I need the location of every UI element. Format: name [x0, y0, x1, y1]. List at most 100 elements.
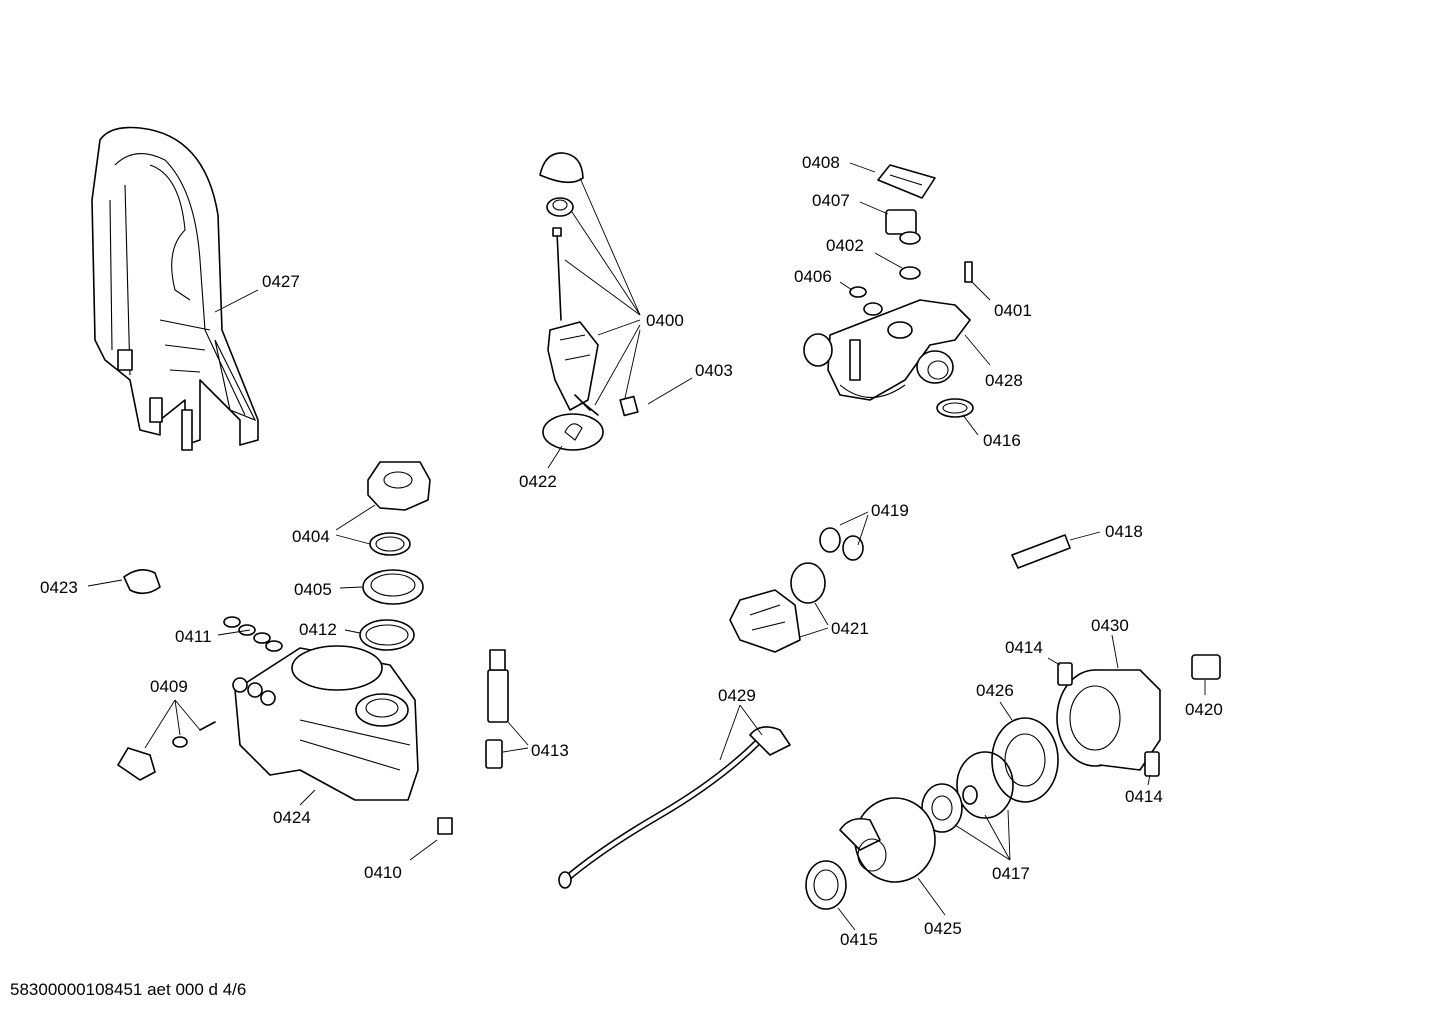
- callout-0428: 0428: [985, 371, 1023, 390]
- part-0409-valve: [117, 721, 216, 781]
- leader-0400-b: [571, 211, 641, 316]
- leader-0418-a: [954, 824, 1011, 861]
- part-0425-side-panel: [91, 126, 259, 451]
- leader-0400-c: [564, 259, 641, 316]
- part-0410-bracket: [437, 817, 453, 835]
- leader-0419-a: [839, 511, 869, 526]
- part-0424-salt-container: [232, 645, 419, 801]
- callout-0423: 0423: [40, 578, 78, 597]
- leader-0400-a: [579, 177, 641, 316]
- part-0414-clip-b: [1144, 751, 1160, 777]
- leader-0426: [917, 877, 946, 916]
- callout-0405: 0405: [294, 580, 332, 599]
- leader-0413-a: [507, 721, 529, 746]
- leader-0429-a: [719, 704, 741, 761]
- callout-0421: 0421: [831, 619, 869, 638]
- leader-0421-a: [814, 602, 829, 626]
- callout-0425: 0427: [262, 272, 300, 291]
- leader-0406: [839, 281, 853, 291]
- part-0423-plug: [123, 569, 161, 595]
- callout-0408: 0408: [802, 153, 840, 172]
- leader-0404-a: [335, 504, 376, 531]
- part-0427-housing: [991, 717, 1059, 803]
- leader-0405: [339, 586, 363, 589]
- callout-0400: 0400: [646, 311, 684, 330]
- part-0400-float-assembly: [539, 152, 599, 416]
- leader-0400-d: [597, 319, 641, 336]
- part-0416-clamp: [936, 398, 974, 418]
- callout-0401: 0401: [994, 301, 1032, 320]
- part-0421-pump-unit: [729, 589, 801, 653]
- callout-0430: 0430: [1091, 616, 1129, 635]
- leader-0429-b: [739, 704, 763, 736]
- callout-0419: 0419: [871, 501, 909, 520]
- part-0403-clip: [619, 395, 639, 417]
- leader-0409-b: [174, 699, 181, 736]
- leader-0400-e: [594, 324, 641, 406]
- callout-0420: 0420: [1185, 700, 1223, 719]
- leader-0409-a: [144, 699, 176, 749]
- part-0401-pin: [964, 261, 973, 283]
- leader-0410: [409, 839, 438, 861]
- callout-0414-a: 0414: [1005, 638, 1043, 657]
- part-0428-valve-body: [803, 299, 971, 401]
- callout-0414-b: 0414: [1125, 787, 1163, 806]
- part-0411-seals: [223, 616, 283, 652]
- leader-0423: [87, 579, 123, 587]
- callout-0415: 0415: [840, 930, 878, 949]
- leader-0419-b: [857, 514, 869, 546]
- callout-0407: 0407: [812, 191, 850, 210]
- part-0413-sensor: [485, 649, 509, 769]
- leader-0430: [1111, 634, 1119, 669]
- callout-0403: 0403: [695, 361, 733, 380]
- callout-0416: 0416: [983, 431, 1021, 450]
- leader-0400-f: [624, 329, 641, 399]
- part-0417-filter: [1011, 534, 1071, 569]
- part-0412-seal: [359, 619, 415, 651]
- part-0430-motor: [1056, 669, 1161, 771]
- leader-0403: [647, 377, 693, 405]
- callout-0402: 0402: [826, 236, 864, 255]
- leader-0424: [299, 789, 316, 806]
- leader-0414b: [1147, 774, 1151, 786]
- callout-0412: 0412: [299, 620, 337, 639]
- part-0402-ring: [899, 266, 921, 280]
- callout-0424: 0424: [273, 808, 311, 827]
- part-0422-disc: [542, 413, 604, 451]
- callout-0427: 0426: [976, 681, 1014, 700]
- part-0404-ring: [369, 532, 411, 556]
- part-0406-rings: [849, 286, 883, 316]
- callout-0411: 0411: [175, 627, 212, 646]
- callout-0426: 0425: [924, 919, 962, 938]
- leader-0428: [964, 334, 991, 366]
- part-0419-fittings: [819, 527, 864, 561]
- document-code: 58300000108451 aet 000 d 4/6: [10, 980, 247, 999]
- callout-0410: 0410: [364, 863, 402, 882]
- leader-0412: [344, 629, 361, 634]
- leader-0425: [214, 289, 259, 313]
- callout-labels: 0427 0400 0403 0422 0408 0407 0402 0406 …: [40, 153, 1223, 949]
- part-0426-pump-housing: [839, 797, 936, 883]
- callout-0418: 0417: [992, 864, 1030, 883]
- part-0404-cap: [367, 461, 431, 511]
- part-0414-clip-a: [1057, 662, 1073, 686]
- callout-0406: 0406: [794, 267, 832, 286]
- part-0418-impeller: [921, 751, 1014, 833]
- leader-0418-c: [1007, 809, 1011, 861]
- leader-0417: [1069, 531, 1101, 541]
- leader-0407: [859, 201, 889, 215]
- callout-0404: 0404: [292, 527, 330, 546]
- leader-0422: [547, 445, 563, 469]
- leader-0408: [849, 162, 876, 173]
- leader-0415: [837, 907, 856, 931]
- part-0407-connector: [885, 209, 921, 245]
- leader-lines: [87, 162, 1206, 931]
- part-0408-cover: [877, 164, 936, 199]
- part-0421-o-ring: [790, 562, 826, 604]
- leader-0418-b: [984, 814, 1011, 861]
- leader-0402: [874, 252, 903, 269]
- callout-0422: 0422: [519, 472, 557, 491]
- leader-0411: [217, 629, 251, 636]
- leader-0421-b: [799, 627, 829, 638]
